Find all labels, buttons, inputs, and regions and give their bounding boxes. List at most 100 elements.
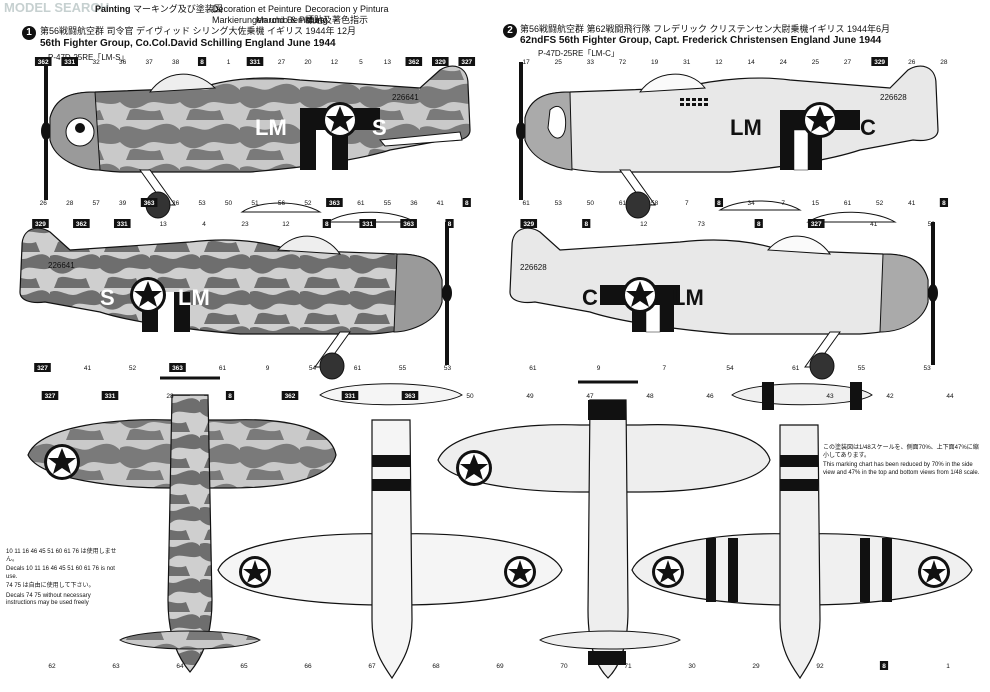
callout-number: 54 — [726, 365, 734, 372]
callout-number: 55 — [399, 365, 407, 372]
callout-side1-6: 8 — [197, 57, 207, 66]
header-lang-cn: 標貼及著色指示 — [305, 15, 369, 25]
callout-side4-3: 73 — [698, 221, 706, 228]
code-lm-left: LM — [255, 115, 287, 140]
callout-side2-4: 19 — [651, 59, 659, 66]
callout-number: 50 — [466, 393, 474, 400]
header-lang-it: Marchio & Pittura — [256, 15, 326, 25]
callout-side2-3: 72 — [619, 59, 627, 66]
callout-number: 8 — [757, 221, 761, 228]
callout-number: 54 — [309, 365, 317, 372]
callout-side3-18: 61 — [354, 365, 362, 372]
callout-number: 69 — [496, 663, 504, 670]
callout-side2-18: 58 — [651, 200, 659, 207]
callout-side4-13: 55 — [858, 365, 866, 372]
callout-number: 30 — [688, 663, 696, 670]
callout-number: 61 — [792, 365, 800, 372]
callout-number: 363 — [144, 200, 155, 207]
callout-side3-9: 363 — [400, 219, 417, 228]
callout-plan-25: 71 — [624, 663, 632, 670]
callout-plan-5: 331 — [341, 391, 359, 400]
callout-side2-12: 26 — [908, 59, 916, 66]
callout-number: 68 — [432, 663, 440, 670]
callout-side2-23: 15 — [812, 200, 820, 207]
callout-number: 362 — [76, 221, 87, 228]
callout-side1-26: 56 — [278, 200, 286, 207]
callout-side1-24: 50 — [225, 200, 233, 207]
callout-side1-12: 5 — [359, 59, 363, 66]
callout-number: 56 — [278, 200, 286, 207]
callout-number: 39 — [119, 200, 127, 207]
callout-number: 43 — [826, 393, 834, 400]
callout-number: 8 — [228, 393, 232, 400]
callout-side1-25: 51 — [251, 200, 259, 207]
callout-number: 61 — [354, 365, 362, 372]
callout-number: 66 — [304, 663, 312, 670]
callout-side2-27: 8 — [939, 198, 949, 207]
callout-side1-30: 55 — [384, 200, 392, 207]
callout-number: 52 — [304, 200, 312, 207]
callout-number: 12 — [715, 59, 723, 66]
code-s-right: S — [372, 115, 387, 140]
callout-number: 12 — [640, 221, 648, 228]
callout-side2-26: 41 — [908, 200, 916, 207]
callout-side4-4: 8 — [754, 219, 763, 228]
callout-number: 42 — [886, 393, 894, 400]
scheme1-model: P-47D-25RE「LM-S」 — [48, 53, 129, 62]
callout-side1-2: 32 — [93, 59, 101, 66]
callout-plan-4: 362 — [281, 391, 299, 400]
callout-number: 29 — [752, 663, 760, 670]
callout-number: 73 — [698, 221, 706, 228]
callout-side4-9: 9 — [597, 365, 601, 372]
callout-side1-31: 36 — [410, 200, 418, 207]
callout-number: 57 — [93, 200, 101, 207]
callout-number: 64 — [176, 663, 184, 670]
callout-plan-28: 92 — [816, 663, 824, 670]
callout-plan-8: 49 — [526, 393, 534, 400]
callout-side3-0: 329 — [32, 219, 49, 228]
callout-number: 50 — [225, 200, 233, 207]
callout-number: 12 — [331, 59, 339, 66]
scheme2-en-title: 62ndFS 56th Fighter Group, Capt. Frederi… — [520, 35, 882, 46]
callout-side2-24: 61 — [844, 200, 852, 207]
callout-side3-12: 41 — [84, 365, 92, 372]
callout-number: 13 — [160, 221, 168, 228]
callout-number: 327 — [811, 221, 822, 228]
callout-side1-21: 363 — [140, 198, 158, 207]
header-lang-fr: Decoration et Peinture — [212, 4, 302, 14]
callout-plan-16: 62 — [48, 663, 56, 670]
callout-side2-20: 8 — [714, 198, 724, 207]
callout-plan-19: 65 — [240, 663, 248, 670]
callout-side1-29: 61 — [357, 200, 365, 207]
top-view-lm-s — [27, 376, 337, 673]
scheme2-jp-title: 第56戦闘航空群 第62戦闘飛行隊 フレデリック クリステンセン大尉乗機イギリス… — [520, 24, 891, 34]
callout-side1-7: 1 — [227, 59, 231, 66]
callout-side3-13: 52 — [129, 365, 137, 372]
callout-plan-7: 50 — [466, 393, 474, 400]
callout-number: 52 — [928, 221, 936, 228]
callout-number: 62 — [48, 663, 56, 670]
callout-plan-26: 30 — [688, 663, 696, 670]
callout-side2-5: 31 — [683, 59, 691, 66]
callout-number: 41 — [437, 200, 445, 207]
callout-plan-0: 327 — [41, 391, 59, 400]
callout-number: 362 — [38, 59, 49, 66]
callout-side4-7: 52 — [928, 221, 936, 228]
callout-side3-14: 363 — [169, 363, 186, 372]
callout-side2-17: 61 — [619, 200, 627, 207]
code-lm-right: LM — [178, 285, 210, 310]
callout-number: 26 — [40, 200, 48, 207]
serial-number-4: 226628 — [520, 263, 547, 272]
callout-plan-30: 1 — [946, 663, 950, 670]
callout-number: 31 — [683, 59, 691, 66]
callout-number: 363 — [172, 365, 183, 372]
callout-side1-23: 53 — [198, 200, 206, 207]
callout-number: 55 — [858, 365, 866, 372]
callout-number: 53 — [924, 365, 932, 372]
callout-number: 331 — [250, 59, 261, 66]
callout-number: 8 — [717, 200, 721, 207]
callout-plan-14: 42 — [886, 393, 894, 400]
callout-number: 36 — [410, 200, 418, 207]
